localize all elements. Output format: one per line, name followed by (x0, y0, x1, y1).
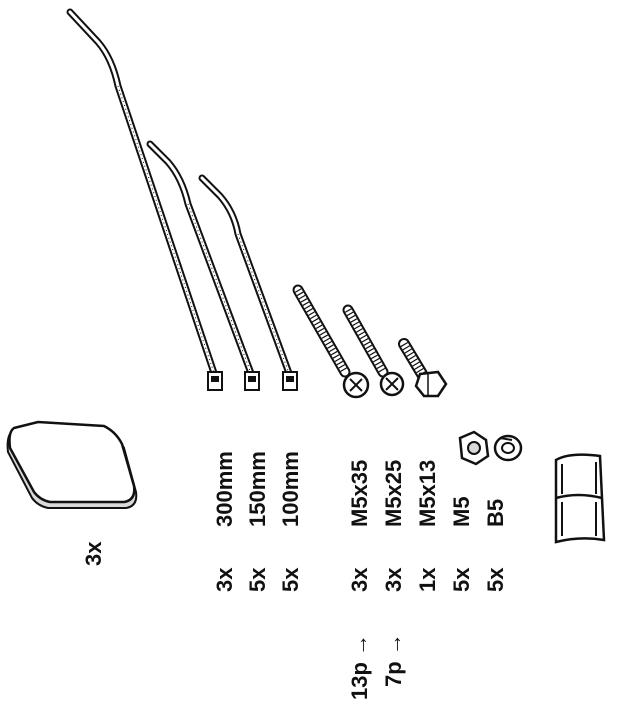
screw-m5x35-size: M5x35 (347, 460, 372, 527)
tie-300-quantity: 3x (212, 567, 237, 592)
washer-b5-icon (493, 434, 523, 462)
cable-tie-150mm-icon (146, 140, 260, 391)
screw-m5x13-icon (398, 338, 448, 398)
nut-m5-icon (458, 430, 490, 466)
washer-quantity: 5x (483, 567, 508, 592)
screw-m5x13-size: M5x13 (415, 460, 440, 527)
tie-300-length: 300mm (212, 451, 237, 527)
screw-m5x25-note: 7p → (381, 633, 406, 687)
adhesive-pad-icon (6, 420, 138, 509)
tie-100-quantity: 5x (278, 567, 303, 592)
cable-tie-100mm-icon (198, 174, 298, 391)
cable-clip-icon (554, 453, 606, 544)
screw-m5x25-quantity: 3x (381, 567, 406, 592)
cable-tie-300mm-icon (66, 8, 223, 391)
tie-150-length: 150mm (245, 451, 270, 527)
screw-m5x35-note: 13p → (347, 634, 372, 700)
screw-m5x35-icon (292, 284, 370, 399)
screw-m5x25-icon (342, 304, 405, 397)
tie-100-length: 100mm (278, 451, 303, 527)
nut-quantity: 5x (449, 567, 474, 592)
washer-size: B5 (483, 499, 508, 527)
nut-size: M5 (449, 496, 474, 527)
pad-quantity: 3x (81, 541, 106, 566)
screw-m5x13-quantity: 1x (415, 567, 440, 592)
screw-m5x35-quantity: 3x (347, 567, 372, 592)
screw-m5x25-size: M5x25 (381, 460, 406, 527)
tie-150-quantity: 5x (245, 567, 270, 592)
